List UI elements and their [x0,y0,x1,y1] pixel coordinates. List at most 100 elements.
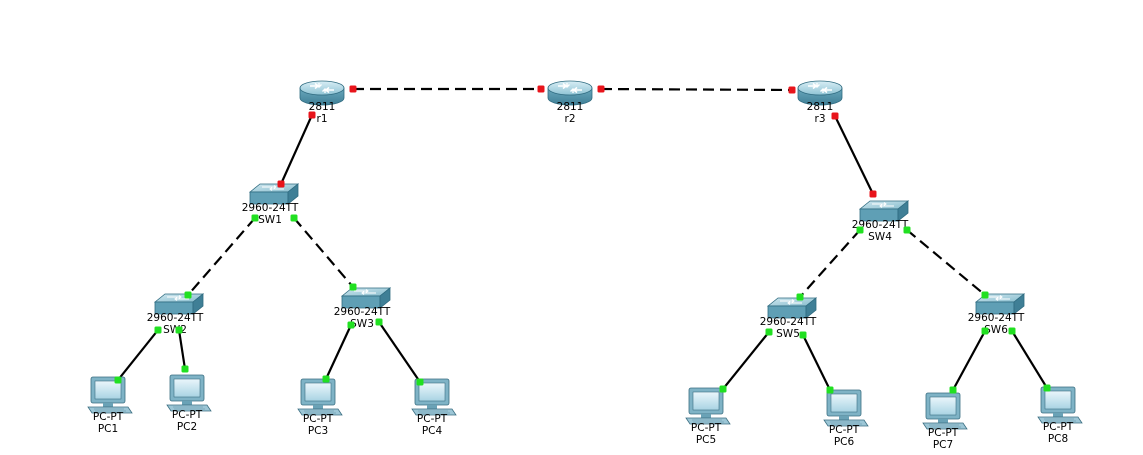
device-name-label: SW2 [163,324,187,336]
device-name-label: PC1 [98,423,118,435]
link-status-light [765,328,773,336]
pc-icon [87,376,133,414]
switch-icon [341,287,391,309]
device-name-label: PC5 [696,434,716,446]
link-status-light [154,326,162,334]
link-status-light [375,318,383,326]
link-SW3-PC4[interactable] [378,321,421,383]
device-name-label: SW4 [868,231,892,243]
link-status-light [796,293,804,301]
link-r2-r3[interactable] [600,87,793,92]
device-model-label: 2960-24TT [968,312,1025,324]
link-SW1-SW2[interactable] [187,217,256,296]
switch-icon [767,297,817,319]
link-status-light [869,190,877,198]
link-status-light [114,376,122,384]
link-SW4-SW5[interactable] [799,229,861,298]
link-status-light [349,283,357,291]
link-status-light [537,85,545,93]
device-model-label: 2960-24TT [242,202,299,214]
device-name-label: PC3 [308,425,328,437]
device-name-label: SW1 [258,214,282,226]
cable-line[interactable] [802,334,831,391]
pc-icon [1037,386,1083,424]
cable-line[interactable] [187,217,256,296]
pc-icon [166,374,212,412]
link-status-light [416,378,424,386]
cable-line[interactable] [325,324,352,380]
link-SW3-PC3[interactable] [325,324,352,380]
pc-icon [922,392,968,430]
device-name-label: SW6 [984,324,1008,336]
cable-line[interactable] [1011,330,1048,389]
link-status-light [719,385,727,393]
cable-line[interactable] [834,115,874,195]
link-SW6-PC8[interactable] [1011,330,1048,389]
device-model-label: 2960-24TT [760,316,817,328]
link-r1-SW1[interactable] [279,114,314,185]
link-status-light [290,214,298,222]
device-model-label: 2811 [807,101,834,113]
device-name-label: r1 [317,113,328,125]
link-SW2-PC2[interactable] [177,329,187,370]
device-model-label: 2960-24TT [852,219,909,231]
link-status-light [1008,327,1016,335]
cable-line[interactable] [799,229,861,298]
port-status-layer [114,85,1051,394]
link-status-light [184,291,192,299]
device-model-label: 2811 [309,101,336,113]
device-model-label: PC-PT [417,413,448,425]
cable-line[interactable] [177,329,187,370]
pc-icon [685,387,731,425]
link-status-light [799,331,807,339]
cable-line[interactable] [600,87,793,92]
device-model-label: PC-PT [928,427,959,439]
device-model-label: PC-PT [691,422,722,434]
cable-line[interactable] [279,114,314,185]
link-SW6-PC7[interactable] [952,330,986,391]
device-model-label: PC-PT [1043,421,1074,433]
cable-line[interactable] [117,329,159,381]
device-model-label: PC-PT [172,409,203,421]
device-model-label: 2960-24TT [334,306,391,318]
link-status-light [903,226,911,234]
cable-line[interactable] [293,217,354,288]
device-model-label: 2811 [557,101,584,113]
link-status-light [981,291,989,299]
link-status-light [251,214,259,222]
link-r3-SW4[interactable] [834,115,874,195]
pc-icon [823,389,869,427]
link-SW5-PC6[interactable] [802,334,831,391]
links-layer [117,87,1048,391]
cable-line[interactable] [906,229,986,296]
cable-line[interactable] [952,330,986,391]
device-model-label: 2960-24TT [147,312,204,324]
link-status-light [831,112,839,120]
cable-line[interactable] [722,331,770,390]
link-SW5-PC5[interactable] [722,331,770,390]
link-SW2-PC1[interactable] [117,329,159,381]
link-SW4-SW6[interactable] [906,229,986,296]
link-SW1-SW3[interactable] [293,217,354,288]
cable-line[interactable] [378,321,421,383]
device-name-label: PC2 [177,421,197,433]
link-status-light [826,386,834,394]
device-model-label: PC-PT [303,413,334,425]
